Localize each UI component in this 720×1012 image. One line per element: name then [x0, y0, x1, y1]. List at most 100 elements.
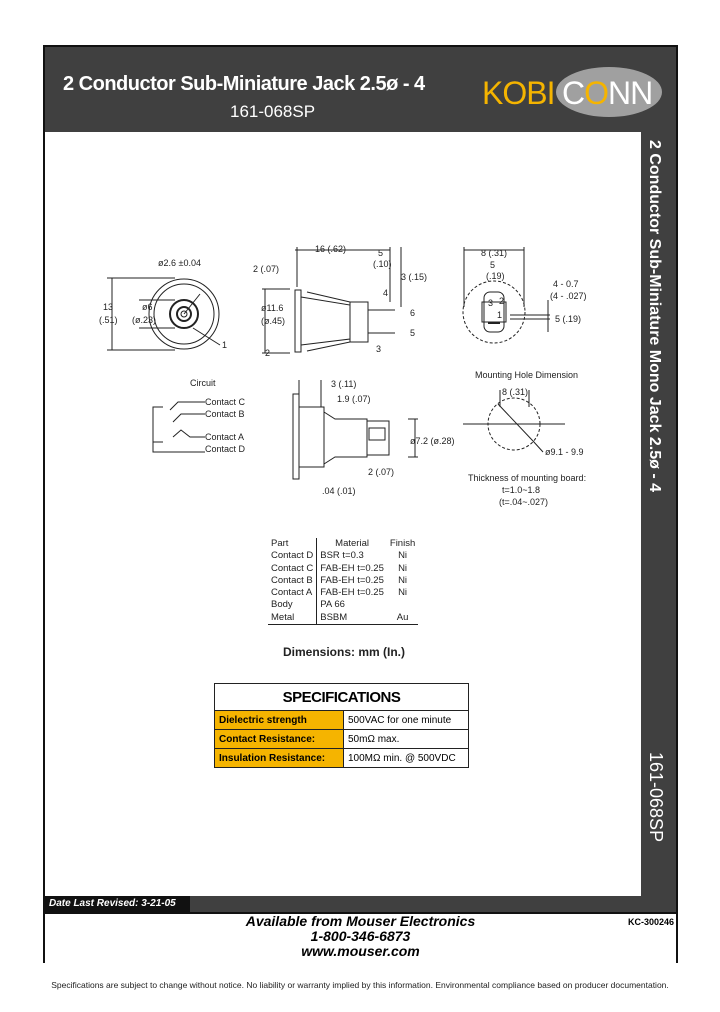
spec-value: 100MΩ min. @ 500VDC [343, 748, 469, 768]
callout-1: 1 [222, 340, 227, 350]
part-number: 161-068SP [230, 102, 316, 121]
callout-4: 4 [383, 288, 388, 298]
col-material: Material [335, 538, 369, 549]
callout-6: 6 [410, 308, 415, 318]
side-length: 16 (.62) [315, 244, 346, 254]
bottom-d1: 3 (.11) [331, 379, 356, 389]
rear-inner-in: (.19) [486, 271, 505, 281]
date-revised: Date Last Revised: 3-21-05 [45, 896, 190, 912]
header: 2 Conductor Sub-Miniature Jack 2.5ø - 4 … [45, 47, 676, 132]
rear-width: 8 (.31) [481, 248, 507, 258]
document-code: KC-300246 [627, 917, 674, 927]
side-flange: 2 (.07) [253, 264, 279, 274]
rear-slot-mm: 4 - 0.7 [553, 279, 579, 289]
side-dia-in: (ø.45) [261, 316, 285, 326]
rear-slot-in: (4 - .027) [550, 291, 587, 301]
spec-row: Insulation Resistance:100MΩ min. @ 500VD… [214, 748, 469, 768]
footer-line-1: Available from Mouser Electronics [245, 913, 476, 929]
material: FAB-EH t=0.25 [320, 574, 384, 586]
main-panel: ø2.6 ±0.04 13 (.51) ø6 (ø.23) 1 16 (.62)… [45, 132, 641, 896]
pin-2: 2 [499, 296, 504, 306]
finish: Au [386, 611, 419, 626]
datasheet-frame: 2 Conductor Sub-Miniature Jack 2.5ø - 4 … [43, 45, 678, 963]
contact-c: Contact C [205, 397, 246, 407]
side-title: 2 Conductor Sub-Miniature Mono Jack 2.5ø… [646, 140, 663, 493]
technical-drawings: ø2.6 ±0.04 13 (.51) ø6 (ø.23) 1 16 (.62)… [99, 244, 587, 507]
finish: Ni [398, 550, 408, 562]
side-part-number: 161-068SP [646, 752, 666, 843]
finish [387, 599, 418, 611]
mounting-title: Mounting Hole Dimension [475, 370, 578, 380]
finish: Ni [398, 562, 408, 574]
dimensions-note: Dimensions: mm (In.) [283, 645, 406, 659]
specifications-title: SPECIFICATIONS [214, 683, 469, 711]
contact-d: Contact D [205, 444, 246, 454]
mounting-width: 8 (.31) [502, 387, 528, 397]
footer: Available from Mouser Electronics 1-800-… [45, 912, 676, 963]
bottom-d5: .04 (.01) [322, 486, 356, 496]
bottom-d4: 2 (.07) [368, 467, 394, 477]
col-part: Part [268, 538, 318, 551]
thickness-title: Thickness of mounting board: [468, 473, 586, 483]
spec-key: Contact Resistance: [214, 729, 344, 749]
spec-row: Contact Resistance:50mΩ max. [214, 729, 469, 749]
side-dia-mm: ø11.6 [261, 303, 283, 313]
spec-value: 50mΩ max. [343, 729, 469, 749]
mounting-dia: ø9.1 - 9.9 [545, 447, 584, 457]
spec-key: Insulation Resistance: [214, 748, 344, 768]
part: Contact A [268, 587, 318, 600]
finish: Ni [398, 574, 408, 586]
materials-header: Part Material Finish [268, 538, 418, 551]
material: PA 66 [320, 599, 345, 611]
side-band: 2 Conductor Sub-Miniature Mono Jack 2.5ø… [641, 132, 676, 896]
callout-2: 2 [265, 348, 270, 358]
spec-value: 500VAC for one minute [343, 710, 469, 730]
part: Contact B [268, 574, 318, 588]
thickness-in: (t=.04~.027) [499, 497, 548, 507]
front-dia-pin: ø2.6 ±0.04 [158, 258, 201, 268]
side-tail-mm: 5 [378, 248, 383, 258]
part: Metal [268, 611, 318, 626]
part: Body [268, 599, 318, 612]
circuit-title: Circuit [190, 378, 216, 388]
footer-url[interactable]: www.mouser.com [301, 943, 420, 959]
thickness-mm: t=1.0~1.8 [502, 485, 540, 495]
rear-inner-mm: 5 [490, 260, 495, 270]
material: BSR t=0.3 [320, 550, 364, 562]
pin-3: 3 [488, 298, 493, 308]
front-height-mm: 13 [103, 302, 113, 312]
material: FAB-EH t=0.25 [320, 562, 384, 574]
contact-a: Contact A [205, 432, 244, 442]
part: Contact D [268, 550, 318, 563]
footer-phone: 1-800-346-6873 [310, 928, 411, 944]
page-title: 2 Conductor Sub-Miniature Jack 2.5ø - 4 [63, 73, 425, 95]
material: BSBM [316, 611, 387, 626]
callout-5: 5 [410, 328, 415, 338]
col-finish: Finish [389, 538, 416, 549]
disclaimer: Specifications are subject to change wit… [51, 980, 669, 990]
material: FAB-EH t=0.25 [320, 587, 384, 599]
rear-pitch: 5 (.19) [555, 314, 581, 324]
part: Contact C [268, 562, 318, 575]
spec-key: Dielectric strength [214, 710, 344, 730]
bottom-d3: ø7.2 (ø.28) [410, 436, 455, 446]
finish: Ni [398, 587, 408, 599]
bottom-d2: 1.9 (.07) [337, 394, 371, 404]
contact-b: Contact B [205, 409, 245, 419]
front-inner-in: (ø.23) [132, 315, 156, 325]
callout-3: 3 [376, 344, 381, 354]
front-inner-mm: ø6 [142, 302, 153, 312]
front-height-in: (.51) [99, 315, 118, 325]
side-tail-in: (.10) [373, 259, 392, 269]
side-pin: 3 (.15) [401, 272, 427, 282]
